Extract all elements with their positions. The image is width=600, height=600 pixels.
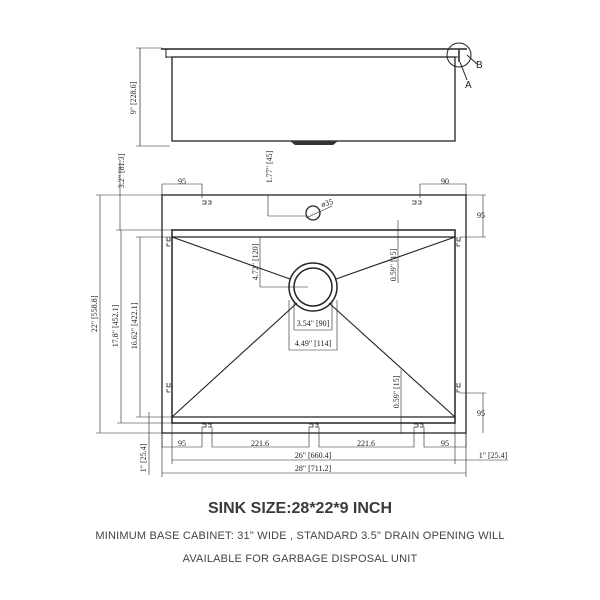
- faucet-hole-dim: ø35: [320, 197, 334, 209]
- drain-outer-dim: 4.49" [114]: [295, 339, 332, 348]
- bottom-margin-dim: 1" [25.4]: [139, 443, 148, 472]
- side-view: B A 9" [228.6]: [129, 42, 483, 147]
- clip-right-top-dim: 95: [477, 211, 485, 220]
- bottom-clip-left-dim: 95: [178, 439, 186, 448]
- dimension-lines: [96, 160, 508, 477]
- bottom-spacing-2-dim: 221.6: [357, 439, 375, 448]
- bowl-depth-outer-dim: 17.8" [452.1]: [111, 304, 120, 347]
- drain-offset-dim: 4.72" [120]: [251, 243, 260, 280]
- height-dimension: 9" [228.6]: [129, 81, 138, 114]
- detail-label-a: A: [465, 80, 472, 91]
- clip-right-bottom-dim: 95: [477, 409, 485, 418]
- bowl-depth-inner-dim: 16.62" [422.1]: [130, 302, 139, 349]
- mounting-clips: [166, 200, 461, 428]
- detail-circle: [446, 42, 472, 68]
- clip-top-left-dim: 95: [178, 177, 186, 186]
- faucet-hole: [305, 205, 321, 221]
- faucet-offset-dim: 1.77" [45]: [265, 150, 274, 183]
- sink-size-title: SINK SIZE:28*22*9 INCH: [207, 500, 393, 517]
- right-margin-dim: 1" [25.4]: [479, 451, 508, 460]
- top-margin-dim: 3.2" [81.3]: [117, 153, 126, 188]
- overall-depth-dim: 22" [558.8]: [90, 295, 99, 332]
- detail-label-b: B: [476, 60, 483, 71]
- top-view: ø35: [90, 150, 508, 477]
- slope-top-dim: 0.59" [15]: [389, 248, 398, 281]
- overall-width-dim: 28" [711.2]: [295, 464, 332, 473]
- slope-bottom-dim: 0.59" [15]: [392, 375, 401, 408]
- caption-line-1: MINIMUM BASE CABINET: 31" WIDE , STANDAR…: [95, 530, 505, 542]
- drain-side: [290, 141, 338, 145]
- bowl-side: [171, 56, 456, 142]
- drain-inner-dim: 3.54" [90]: [297, 319, 330, 328]
- caption-line-2: AVAILABLE FOR GARBAGE DISPOSAL UNIT: [182, 553, 418, 565]
- sink-outline: [161, 194, 467, 434]
- bowl-outline: [171, 229, 456, 424]
- bowl-width-dim: 26" [660.4]: [295, 451, 332, 460]
- clip-top-right-dim: 90: [441, 177, 449, 186]
- bottom-clip-right-dim: 95: [441, 439, 449, 448]
- bottom-spacing-1-dim: 221.6: [251, 439, 269, 448]
